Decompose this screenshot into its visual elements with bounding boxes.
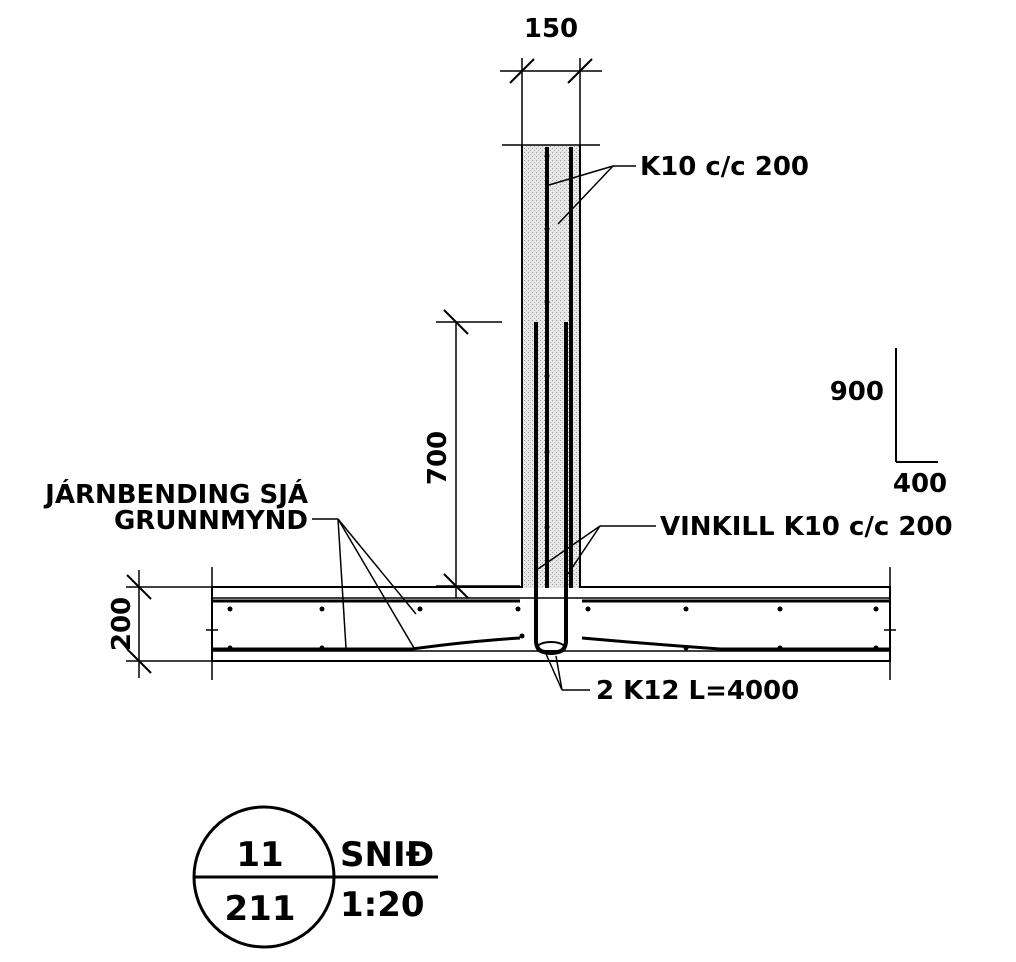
detail-number: 11 — [236, 835, 283, 875]
bend-horizontal-label: 400 — [893, 469, 947, 499]
corner-bar-label: VINKILL K10 c/c 200 — [660, 512, 953, 542]
callout-wall-rebar: K10 c/c 200 — [548, 152, 809, 225]
dimension-wall-thickness: 150 — [500, 14, 602, 145]
callout-bottom-bars: 2 K12 L=4000 — [545, 653, 799, 706]
section-title: SNIÐ — [340, 835, 434, 875]
wall — [502, 144, 600, 588]
dimension-slab-thickness: 200 — [107, 570, 212, 678]
bend-shape-legend: 900 400 — [830, 348, 947, 499]
lap-length-label: 700 — [423, 431, 453, 485]
wall-rebar-label: K10 c/c 200 — [640, 152, 809, 182]
bend-vertical-label: 900 — [830, 377, 884, 407]
slab-rebar — [212, 599, 890, 655]
slab-rebar-dots — [227, 606, 879, 651]
callout-reference: JÁRNBENDING SJÁ GRUNNMYND — [43, 478, 417, 649]
reference-label-line1: JÁRNBENDING SJÁ — [43, 478, 308, 510]
sheet-number: 211 — [225, 889, 296, 929]
slab-thickness-label: 200 — [107, 597, 137, 651]
callout-corner-bar: VINKILL K10 c/c 200 — [537, 512, 953, 575]
title-block: 11 211 SNIÐ 1:20 — [192, 805, 438, 949]
wall-rebar-dots — [544, 153, 550, 530]
scale-label: 1:20 — [340, 885, 425, 925]
reference-label-line2: GRUNNMYND — [114, 506, 308, 536]
bottom-bars-label: 2 K12 L=4000 — [596, 676, 799, 706]
dimension-lap-length: 700 — [423, 309, 520, 599]
wall-thickness-label: 150 — [524, 14, 578, 44]
